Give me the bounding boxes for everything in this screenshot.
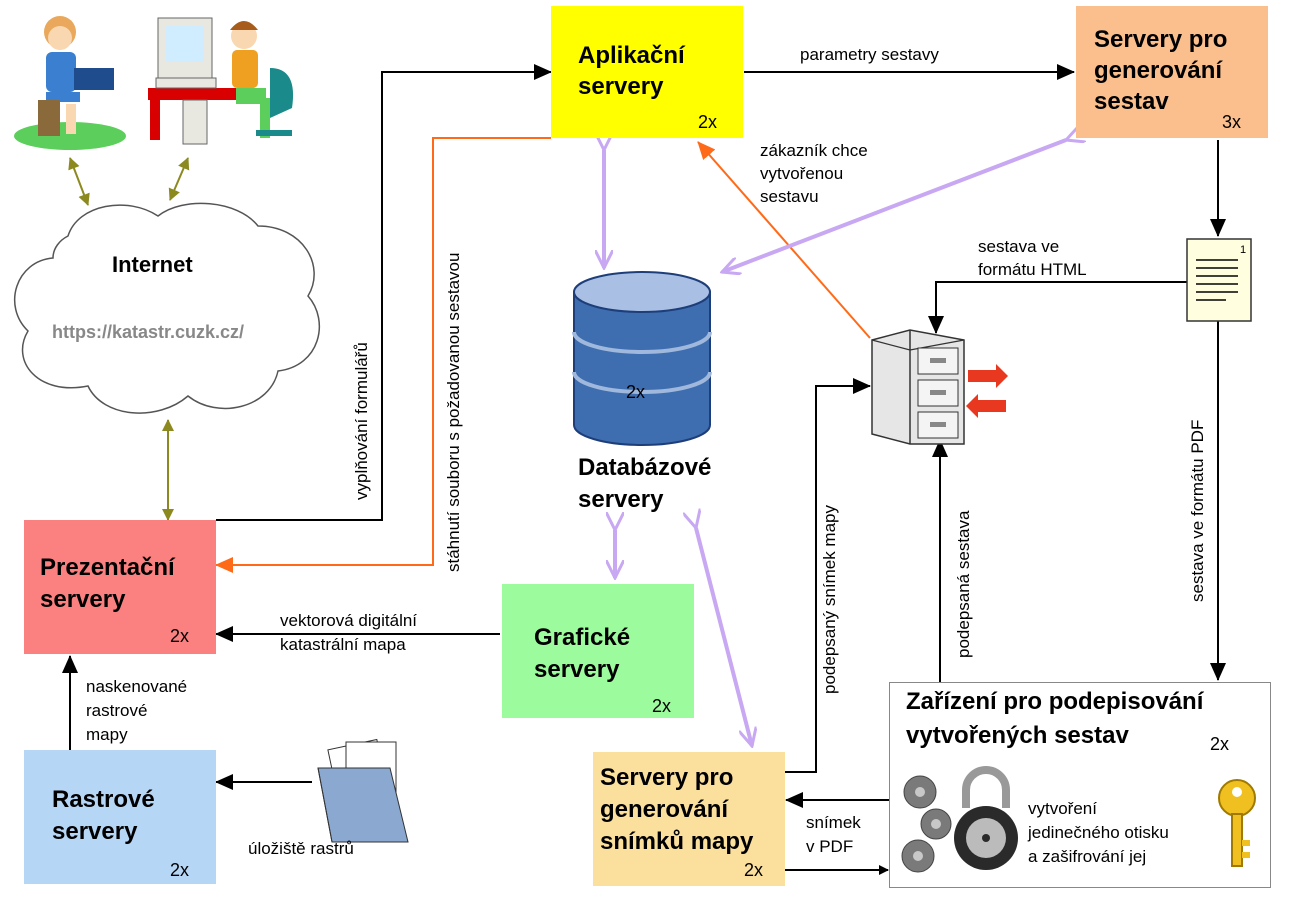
padlock-icon — [954, 766, 1018, 870]
signing-title-line1: Zařízení pro podepisování — [906, 688, 1204, 715]
raster-title-line2: servery — [52, 818, 138, 845]
label-scanned-line1: naskenované — [86, 677, 188, 696]
signing-desc-line3: a zašifrování jej — [1028, 847, 1147, 866]
edge-forms — [216, 64, 552, 521]
label-customer-line3: sestavu — [760, 187, 819, 206]
database-cylinder-icon — [572, 271, 712, 446]
gen-reports-count: 3x — [1222, 112, 1242, 132]
signing-desc-line1: vytvoření — [1028, 799, 1097, 818]
label-scanned-line2: rastrové — [86, 701, 148, 720]
raster-title-line1: Rastrové — [52, 786, 155, 813]
label-storage: úložiště rastrů — [248, 839, 354, 858]
database-title-line1: Databázové — [578, 454, 712, 481]
file-cabinet-icon — [871, 329, 965, 445]
app-servers-title-line2: servery — [578, 73, 664, 100]
internet-cloud-icon — [13, 202, 321, 414]
edge-user1-internet — [68, 157, 90, 206]
label-vector-map-line1: vektorová digitální — [280, 611, 418, 630]
app-servers-node — [551, 6, 743, 138]
label-download: stáhnutí souboru s požadovanou sestavou — [444, 252, 463, 572]
presentation-count: 2x — [170, 626, 190, 646]
edge-gen-db — [722, 140, 1066, 272]
label-signed-map: podepsaný snímek mapy — [820, 505, 839, 694]
label-html-line1: sestava ve — [978, 237, 1060, 256]
presentation-node — [24, 520, 216, 654]
signing-title-line2: vytvořených sestav — [906, 722, 1129, 749]
edge-html — [928, 281, 1188, 334]
raster-node — [24, 750, 216, 884]
map-gen-title-line3: snímků mapy — [600, 828, 754, 855]
internet-title: Internet — [112, 252, 193, 277]
label-customer-line2: vytvořenou — [760, 164, 844, 183]
folder-icon — [317, 738, 409, 843]
label-signed-report: podepsaná sestava — [954, 510, 973, 658]
gen-reports-title-line3: sestav — [1094, 88, 1169, 115]
graphic-node — [502, 584, 694, 718]
presentation-title-line2: servery — [40, 586, 126, 613]
gen-reports-title-line2: generování — [1094, 57, 1223, 84]
edge-user2-internet — [168, 157, 190, 201]
raster-count: 2x — [170, 860, 190, 880]
label-vector-map-line2: katastrální mapa — [280, 635, 406, 654]
graphic-count: 2x — [652, 696, 672, 716]
edge-download — [215, 137, 551, 573]
signing-node — [889, 682, 1271, 888]
signing-desc-line2: jedinečného otisku — [1028, 823, 1169, 842]
edge-signed-map — [784, 378, 871, 773]
database-count: 2x — [626, 382, 646, 402]
document-page-number: 1 — [1240, 244, 1247, 256]
label-scanned-line3: mapy — [86, 725, 128, 744]
gen-reports-node — [1076, 6, 1268, 138]
map-gen-title-line2: generování — [600, 796, 729, 823]
red-arrow-right — [968, 364, 1008, 388]
label-html-line2: formátu HTML — [978, 260, 1087, 279]
internet-url: https://katastr.cuzk.cz/ — [52, 322, 245, 342]
app-servers-count: 2x — [698, 112, 718, 132]
document-icon — [1186, 238, 1252, 322]
app-servers-title-line1: Aplikační — [578, 42, 685, 69]
label-snapshot-line1: snímek — [806, 813, 861, 832]
key-icon — [1218, 779, 1256, 867]
graphic-title-line1: Grafické — [534, 624, 631, 651]
label-fill-forms: vyplňování formulářů — [352, 342, 371, 500]
label-pdf: sestava ve formátu PDF — [1188, 419, 1207, 602]
red-arrow-left — [966, 394, 1006, 418]
gears-icon — [901, 775, 952, 873]
label-customer-line1: zákazník chce — [760, 141, 868, 160]
presentation-title-line1: Prezentační — [40, 554, 175, 581]
label-snapshot-line2: v PDF — [806, 837, 854, 856]
map-gen-title-line1: Servery pro — [600, 764, 734, 791]
map-gen-count: 2x — [744, 860, 764, 880]
database-title-line2: servery — [578, 486, 664, 513]
edge-db-mapgen — [696, 528, 752, 746]
gen-reports-title-line1: Servery pro — [1094, 26, 1228, 53]
label-params: parametry sestavy — [800, 45, 939, 64]
map-gen-node — [593, 752, 785, 886]
users-computers-icon — [14, 16, 294, 150]
graphic-title-line2: servery — [534, 656, 620, 683]
signing-count: 2x — [1210, 734, 1230, 754]
